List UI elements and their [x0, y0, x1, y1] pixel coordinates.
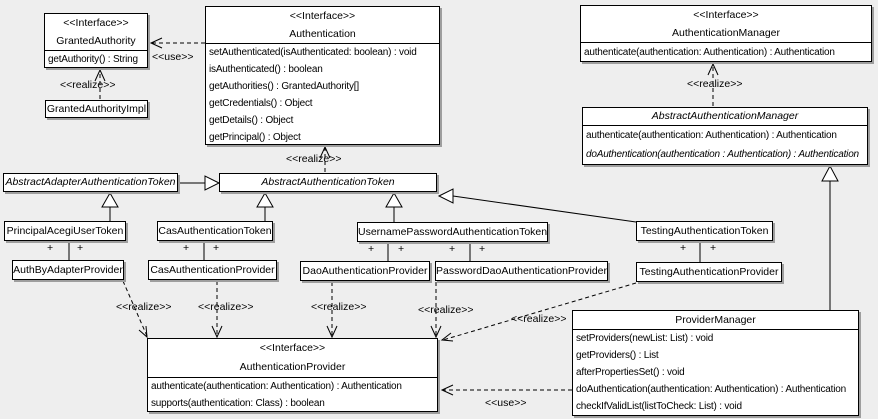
class-name: ProviderManager [675, 314, 756, 326]
class-name: AuthByAdapterProvider [13, 264, 123, 276]
generalization-testingauthenticationtoken [437, 188, 637, 223]
class-name: GrantedAuthority [56, 35, 136, 47]
generalization-providermanager [821, 164, 839, 310]
method-row: setAuthenticated(isAuthenticated: boolea… [209, 47, 417, 58]
class-testing-authentication-token: TestingAuthenticationToken [636, 221, 773, 241]
realize-stereotype-label: <<realize>> [286, 153, 342, 165]
association-plus-label: + [183, 242, 190, 254]
realize-arrow-testingauthenticationprovider [440, 282, 637, 342]
association-plus-label: + [680, 242, 687, 254]
class-authentication-manager: <<Interface>> AuthenticationManager auth… [580, 5, 872, 62]
association-plus-label: + [213, 242, 220, 254]
realize-arrow-passworddaoprovider [430, 282, 442, 339]
class-name: DaoAuthenticationProvider [302, 265, 428, 277]
class-name: TestingAuthenticationProvider [639, 266, 779, 278]
class-name: TestingAuthenticationToken [640, 225, 769, 237]
method-row: checkIfValidList(listToCheck: List) : vo… [576, 401, 742, 412]
class-cas-authentication-provider: CasAuthenticationProvider [148, 260, 277, 280]
class-abstract-authentication-token: AbstractAuthenticationToken [219, 173, 437, 192]
class-name: Authentication [289, 28, 356, 40]
method-row: authenticate(authentication: Authenticat… [584, 47, 835, 58]
class-abstract-adapter-authentication-token: AbstractAdapterAuthenticationToken [3, 173, 178, 192]
use-arrow-authentication-grantedauthority [149, 37, 205, 49]
class-name: AbstractAuthenticationManager [651, 110, 799, 122]
realize-arrow-grantedauthorityimpl [94, 68, 106, 99]
class-name: UsernamePasswordAuthenticationToken [358, 226, 548, 238]
class-authentication-provider: <<Interface>> AuthenticationProvider aut… [147, 338, 438, 412]
association-lines [68, 241, 701, 262]
association-plus-label: + [710, 242, 717, 254]
realize-stereotype-label: <<realize>> [60, 79, 116, 91]
method-row: doAuthentication(authentication: Authent… [576, 384, 846, 395]
class-granted-authority: <<Interface>> GrantedAuthority getAuthor… [44, 13, 148, 68]
realize-stereotype-label: <<realize>> [198, 301, 254, 313]
interface-stereotype: <<Interface>> [63, 17, 129, 29]
use-stereotype-label: <<use>> [485, 397, 527, 409]
class-name: CasAuthenticationToken [158, 225, 272, 237]
method-row: setProviders(newList: List) : void [576, 333, 714, 344]
use-stereotype-label: <<use>> [152, 51, 194, 63]
realize-arrow-casauthenticationprovider [211, 281, 223, 339]
class-name: GrantedAuthorityImpl [46, 103, 147, 115]
realize-arrow-abstractauthenticationtoken [319, 145, 331, 172]
class-abstract-authentication-manager: AbstractAuthenticationManager authentica… [582, 107, 868, 165]
class-authentication: <<Interface>> Authentication setAuthenti… [205, 6, 440, 145]
method-row: afterPropertiesSet() : void [576, 367, 685, 378]
generalization-abstractadapter-to-abstracttoken [179, 175, 221, 191]
class-username-password-authentication-token: UsernamePasswordAuthenticationToken [357, 222, 548, 242]
class-name: AuthenticationManager [672, 27, 780, 39]
method-row: getCredentials() : Object [209, 98, 313, 109]
class-name: PrincipalAcegiUserToken [6, 225, 124, 237]
class-name: AbstractAuthenticationToken [261, 176, 395, 188]
class-name: PasswordDaoAuthenticationProvider [436, 265, 608, 277]
generalization-principalacegiusertoken [101, 191, 119, 221]
class-name: AbstractAdapterAuthenticationToken [5, 176, 176, 188]
interface-stereotype: <<Interface>> [259, 342, 326, 354]
interface-stereotype: <<Interface>> [289, 10, 356, 22]
association-plus-label: + [449, 243, 456, 255]
class-dao-authentication-provider: DaoAuthenticationProvider [300, 261, 430, 281]
association-plus-label: + [47, 242, 54, 254]
method-row: getProviders() : List [576, 350, 659, 361]
class-name: AuthenticationProvider [239, 361, 346, 373]
association-plus-label: + [398, 243, 405, 255]
class-principal-acegi-user-token: PrincipalAcegiUserToken [4, 221, 126, 241]
class-testing-authentication-provider: TestingAuthenticationProvider [636, 262, 782, 282]
class-provider-manager: ProviderManager setProviders(newList: Li… [572, 310, 859, 416]
method-row: authenticate(authentication: Authenticat… [586, 130, 837, 141]
class-auth-by-adapter-provider: AuthByAdapterProvider [12, 260, 124, 280]
realize-stereotype-label: <<realize>> [311, 301, 367, 313]
realize-arrow-abstractauthenticationmanager [707, 62, 719, 106]
class-name: CasAuthenticationProvider [150, 264, 275, 276]
realize-arrow-daoauthenticationprovider [326, 282, 338, 339]
association-plus-label: + [479, 243, 486, 255]
method-row: getDetails() : Object [209, 115, 294, 126]
realize-stereotype-label: <<realize>> [116, 301, 172, 313]
method-row: doAuthentication(authentication : Authen… [586, 149, 859, 160]
method-row: supports(authentication: Class) : boolea… [151, 398, 325, 409]
method-row: getAuthority() : String [48, 54, 138, 65]
association-plus-label: + [77, 242, 84, 254]
method-row: isAuthenticated() : boolean [209, 64, 323, 75]
method-row: getPrincipal() : Object [209, 132, 301, 143]
generalization-casauthenticationtoken [256, 191, 274, 221]
realize-stereotype-label: <<realize>> [687, 78, 743, 90]
method-row: getAuthorities() : GrantedAuthority[] [209, 81, 359, 92]
use-arrow-providermanager [440, 384, 572, 396]
realize-stereotype-label: <<realize>> [418, 304, 474, 316]
realize-stereotype-label: <<realize>> [511, 313, 567, 325]
interface-stereotype: <<Interface>> [693, 9, 759, 21]
class-cas-authentication-token: CasAuthenticationToken [157, 221, 273, 241]
realize-arrow-authbyadapterprovider [122, 280, 148, 339]
method-row: authenticate(authentication: Authenticat… [151, 381, 402, 392]
class-password-dao-authentication-provider: PasswordDaoAuthenticationProvider [435, 261, 608, 281]
association-plus-label: + [368, 243, 375, 255]
generalization-usernamepasswordtoken [385, 191, 403, 222]
class-granted-authority-impl: GrantedAuthorityImpl [45, 100, 148, 118]
